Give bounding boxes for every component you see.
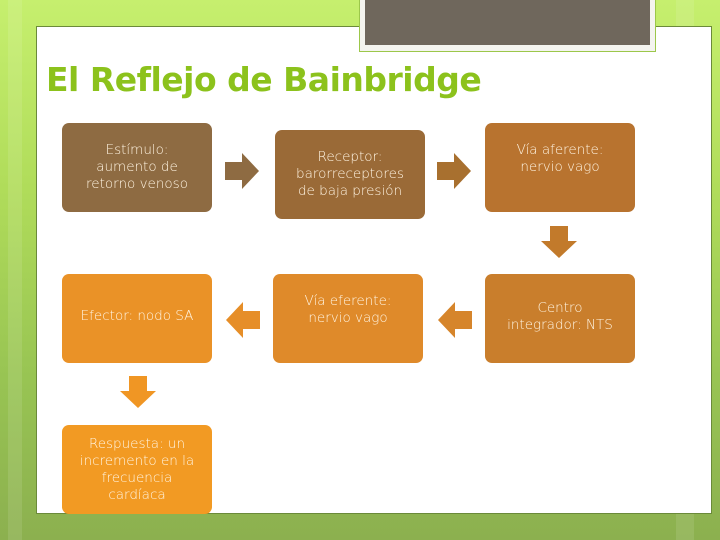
arrow-right-icon	[225, 153, 259, 189]
slide-title: El Reflejo de Bainbridge	[46, 60, 482, 99]
step-receptor: Receptor: barorreceptores de baja presió…	[275, 130, 425, 219]
step-efferent: Vía eferente: nervio vago	[273, 274, 423, 363]
step-stimulus: Estímulo: aumento de retorno venoso	[62, 123, 212, 212]
step-label: Efector: nodo SA	[80, 308, 194, 324]
arrow-right-icon	[437, 153, 471, 189]
step-center: Centro integrador: NTS	[485, 274, 635, 363]
step-label: Vía eferente: nervio vago	[304, 292, 392, 326]
step-label: Vía aferente: nervio vago	[516, 141, 604, 175]
step-response: Respuesta: un incremento en la frecuenci…	[62, 425, 212, 514]
step-label: Centro integrador: NTS	[507, 299, 613, 333]
step-label: Respuesta: un incremento en la frecuenci…	[79, 435, 195, 503]
step-effector: Efector: nodo SA	[62, 274, 212, 363]
arrow-left-icon	[226, 302, 260, 338]
step-label: Estímulo: aumento de retorno venoso	[86, 142, 188, 192]
arrow-down-icon	[120, 376, 156, 408]
step-afferent: Vía aferente: nervio vago	[485, 123, 635, 212]
header-accent-fill	[365, 0, 650, 45]
header-accent-block	[359, 0, 656, 52]
arrow-down-icon	[541, 226, 577, 258]
arrow-left-icon	[438, 302, 472, 338]
background-streak	[8, 0, 22, 540]
step-label: Receptor: barorreceptores de baja presió…	[296, 149, 404, 199]
